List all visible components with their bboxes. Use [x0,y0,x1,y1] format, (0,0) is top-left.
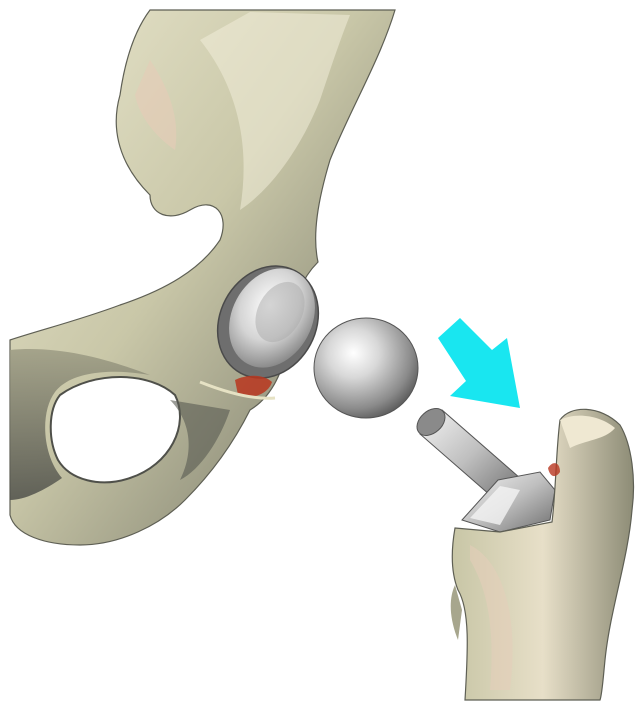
pelvis-bone [10,10,395,545]
arrow-down-right-icon [438,318,520,408]
femoral-head-ball [314,318,418,418]
femoral-stem-implant [412,403,555,532]
